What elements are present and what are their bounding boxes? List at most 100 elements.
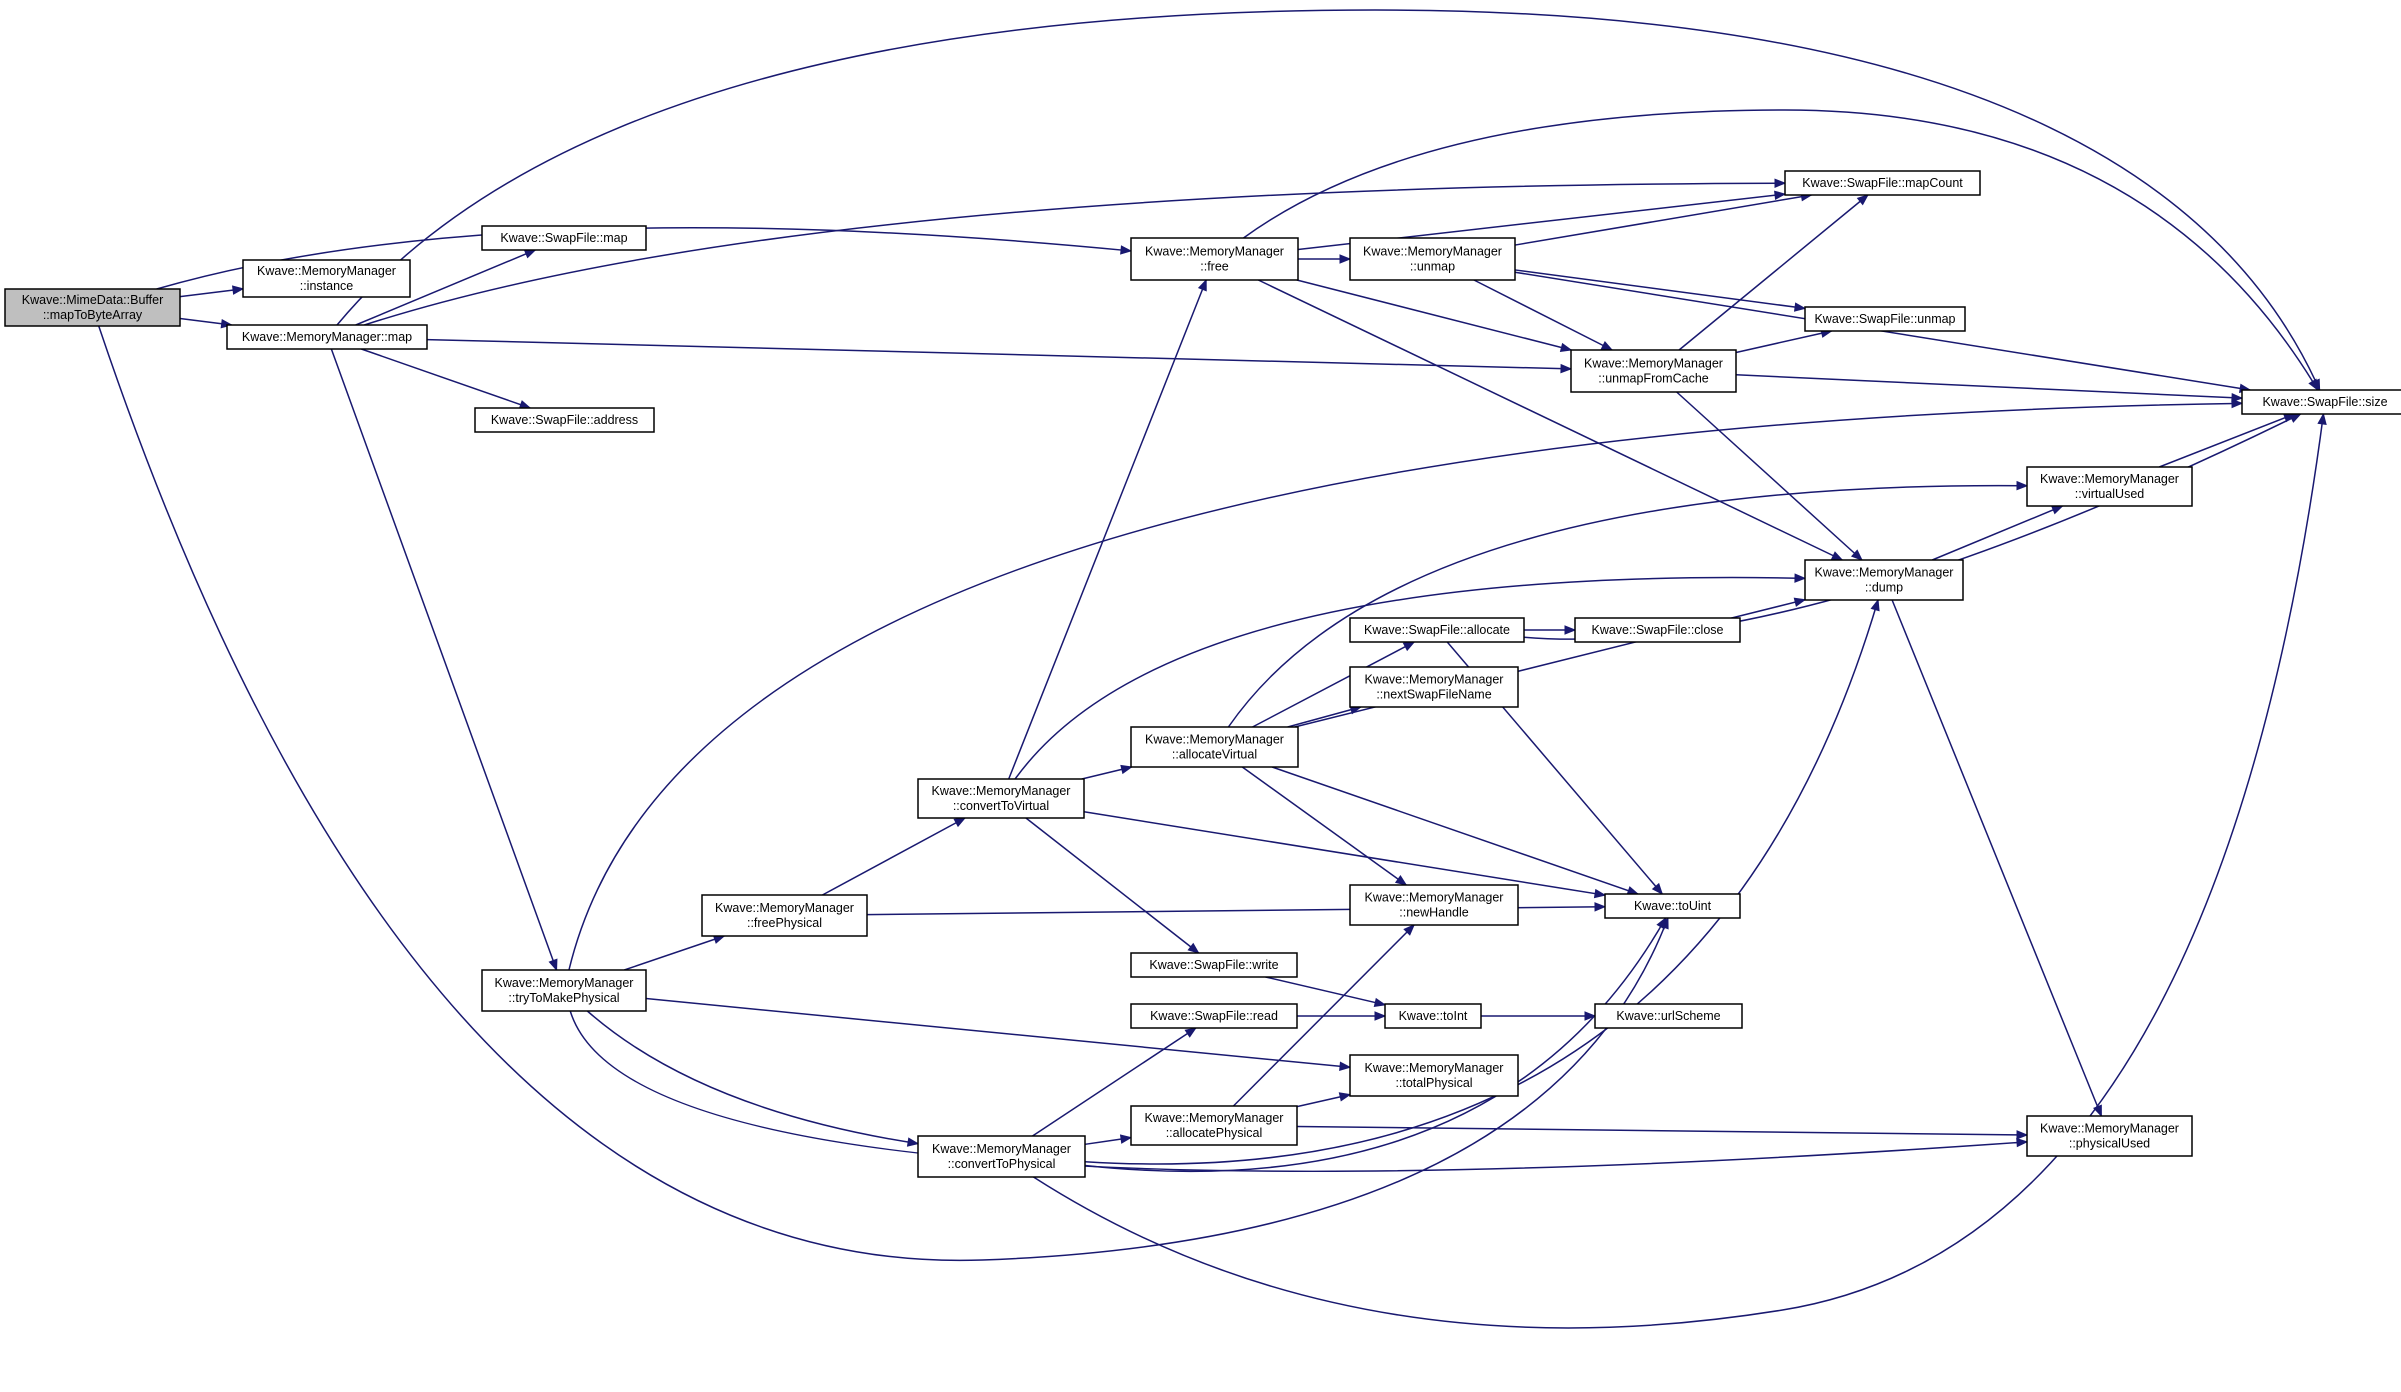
node-label: ::newHandle (1399, 906, 1469, 920)
edge-line (1514, 269, 1806, 310)
node-label: Kwave::MemoryManager (1145, 245, 1284, 259)
arrowhead-icon (1339, 254, 1352, 264)
arrowhead-icon (1850, 549, 1863, 561)
arrowhead-icon (1120, 764, 1133, 775)
node-sf-address[interactable]: Kwave::SwapFile::address (474, 407, 655, 433)
node-buffer-map[interactable]: Kwave::MimeData::Buffer::mapToByteArray (4, 288, 181, 327)
edge-line (1014, 576, 1806, 780)
node-box (474, 407, 655, 433)
edge-line (1084, 917, 1667, 1173)
node-mm-instance[interactable]: Kwave::MemoryManager::instance (242, 259, 411, 298)
node-box (242, 259, 411, 298)
node-box (226, 324, 428, 350)
arrowhead-icon (1794, 573, 1807, 583)
edge-mm_unmapfromcache-to-mm_dump (1676, 391, 1863, 561)
node-label: Kwave::MemoryManager (932, 784, 1071, 798)
node-mm-physicalused[interactable]: Kwave::MemoryManager::physicalUsed (2026, 1115, 2193, 1157)
node-sf-write[interactable]: Kwave::SwapFile::write (1130, 952, 1298, 978)
edge-mm_virtualused-to-sf_size (2158, 413, 2296, 468)
node-mm-trytomakephysical[interactable]: Kwave::MemoryManager::tryToMakePhysical (481, 969, 647, 1012)
node-box (1804, 559, 1964, 601)
edge-line (364, 182, 1786, 326)
edge-mm_converttovirtual-to-kw_touint (1083, 811, 1607, 899)
node-sf-map[interactable]: Kwave::SwapFile::map (481, 225, 647, 251)
node-box (1130, 952, 1298, 978)
arrowhead-icon (1394, 875, 1408, 886)
node-mm-freephysical[interactable]: Kwave::MemoryManager::freePhysical (701, 894, 868, 937)
arrowhead-icon (1593, 888, 1607, 899)
node-mm-converttovirtual[interactable]: Kwave::MemoryManager::convertToVirtual (917, 778, 1085, 819)
node-mm-unmapfromcache[interactable]: Kwave::MemoryManager::unmapFromCache (1570, 349, 1737, 393)
arrowhead-icon (1656, 916, 1667, 930)
node-mm-dump[interactable]: Kwave::MemoryManager::dump (1804, 559, 1964, 601)
node-mm-newhandle[interactable]: Kwave::MemoryManager::newHandle (1349, 884, 1519, 926)
node-label: Kwave::MemoryManager (495, 976, 634, 990)
edge-mm_trytomakephysical-to-mm_totalphysical (645, 997, 1352, 1071)
edge-mm_allocvirtual-to-mm_newhandle (1241, 766, 1408, 886)
node-mm-free[interactable]: Kwave::MemoryManager::free (1130, 237, 1299, 281)
node-mm-map[interactable]: Kwave::MemoryManager::map (226, 324, 428, 350)
edge-mm_map-to-mm_unmapfromcache (426, 338, 1573, 374)
edge-line (1032, 1027, 1197, 1137)
arrowhead-icon (1793, 302, 1807, 312)
node-box (1594, 1003, 1743, 1029)
nodes-layer: Kwave::MimeData::Buffer::mapToByteArrayK… (4, 170, 2401, 1178)
arrowhead-icon (1584, 1011, 1597, 1021)
node-label: Kwave::urlScheme (1616, 1009, 1720, 1023)
arrowhead-icon (2317, 412, 2327, 426)
node-mm-nextswap[interactable]: Kwave::MemoryManager::nextSwapFileName (1349, 666, 1519, 708)
node-sf-allocate[interactable]: Kwave::SwapFile::allocate (1349, 617, 1525, 643)
node-sf-size[interactable]: Kwave::SwapFile::size (2241, 389, 2401, 415)
node-label: ::convertToPhysical (948, 1157, 1056, 1171)
edge-line (98, 325, 1669, 1262)
node-label: Kwave::MemoryManager (1365, 1061, 1504, 1075)
edge-line (336, 9, 2321, 391)
node-sf-mapcount[interactable]: Kwave::SwapFile::mapCount (1784, 170, 1981, 196)
arrowhead-icon (2050, 505, 2064, 515)
edge-mm_unmapfromcache-to-sf_size (1735, 374, 2244, 403)
node-mm-converttophysical[interactable]: Kwave::MemoryManager::convertToPhysical (917, 1135, 1086, 1178)
edge-mm_allocphysical-to-mm_physicalused (1296, 1125, 2029, 1140)
node-mm-virtualused[interactable]: Kwave::MemoryManager::virtualUsed (2026, 466, 2193, 507)
node-mm-totalphysical[interactable]: Kwave::MemoryManager::totalPhysical (1349, 1054, 1519, 1097)
node-box (481, 969, 647, 1012)
node-label: Kwave::MemoryManager (715, 901, 854, 915)
node-label: Kwave::MemoryManager::map (242, 330, 412, 344)
arrowhead-icon (548, 958, 558, 972)
edge-buffer_map-to-mm_instance (179, 285, 245, 298)
arrowhead-icon (1793, 597, 1807, 607)
arrowhead-icon (1564, 625, 1577, 635)
arrowhead-icon (231, 285, 245, 295)
edge-line (1241, 766, 1407, 886)
node-label: Kwave::toUint (1634, 899, 1712, 913)
node-kw-urlscheme[interactable]: Kwave::urlScheme (1594, 1003, 1743, 1029)
edge-line (1008, 279, 1207, 780)
node-label: Kwave::MemoryManager (257, 264, 396, 278)
edge-mm_allocvirtual-to-mm_virtualused (1227, 480, 2029, 728)
node-sf-unmap[interactable]: Kwave::SwapFile::unmap (1804, 306, 1966, 332)
node-mm-allocphysical[interactable]: Kwave::MemoryManager::allocatePhysical (1130, 1105, 1298, 1146)
edge-mm_unmap-to-sf_unmap (1514, 269, 1807, 312)
edge-line (1296, 1125, 2028, 1136)
edge-mm_free-to-sf_size (1243, 109, 2319, 392)
node-mm-unmap[interactable]: Kwave::MemoryManager::unmap (1349, 237, 1516, 281)
arrowhead-icon (1600, 341, 1614, 351)
node-box (1130, 1105, 1298, 1146)
arrowhead-icon (2016, 1137, 2029, 1148)
node-kw-touint[interactable]: Kwave::toUint (1604, 893, 1741, 919)
node-box (2241, 389, 2401, 415)
edge-line (1676, 391, 1863, 561)
node-box (1604, 893, 1741, 919)
node-sf-read[interactable]: Kwave::SwapFile::read (1130, 1003, 1298, 1029)
arrowhead-icon (953, 817, 967, 828)
node-mm-allocvirtual[interactable]: Kwave::MemoryManager::allocateVirtual (1130, 726, 1299, 768)
edge-line (822, 817, 966, 896)
node-label: Kwave::MemoryManager (1363, 245, 1502, 259)
edge-mm_converttophysical-to-mm_dump (1084, 598, 1880, 1165)
node-sf-close[interactable]: Kwave::SwapFile::close (1574, 617, 1741, 643)
node-label: Kwave::SwapFile::allocate (1364, 623, 1510, 637)
node-label: Kwave::toInt (1399, 1009, 1468, 1023)
node-kw-toint[interactable]: Kwave::toInt (1384, 1003, 1482, 1029)
node-label: Kwave::SwapFile::close (1591, 623, 1723, 637)
node-box (701, 894, 868, 937)
